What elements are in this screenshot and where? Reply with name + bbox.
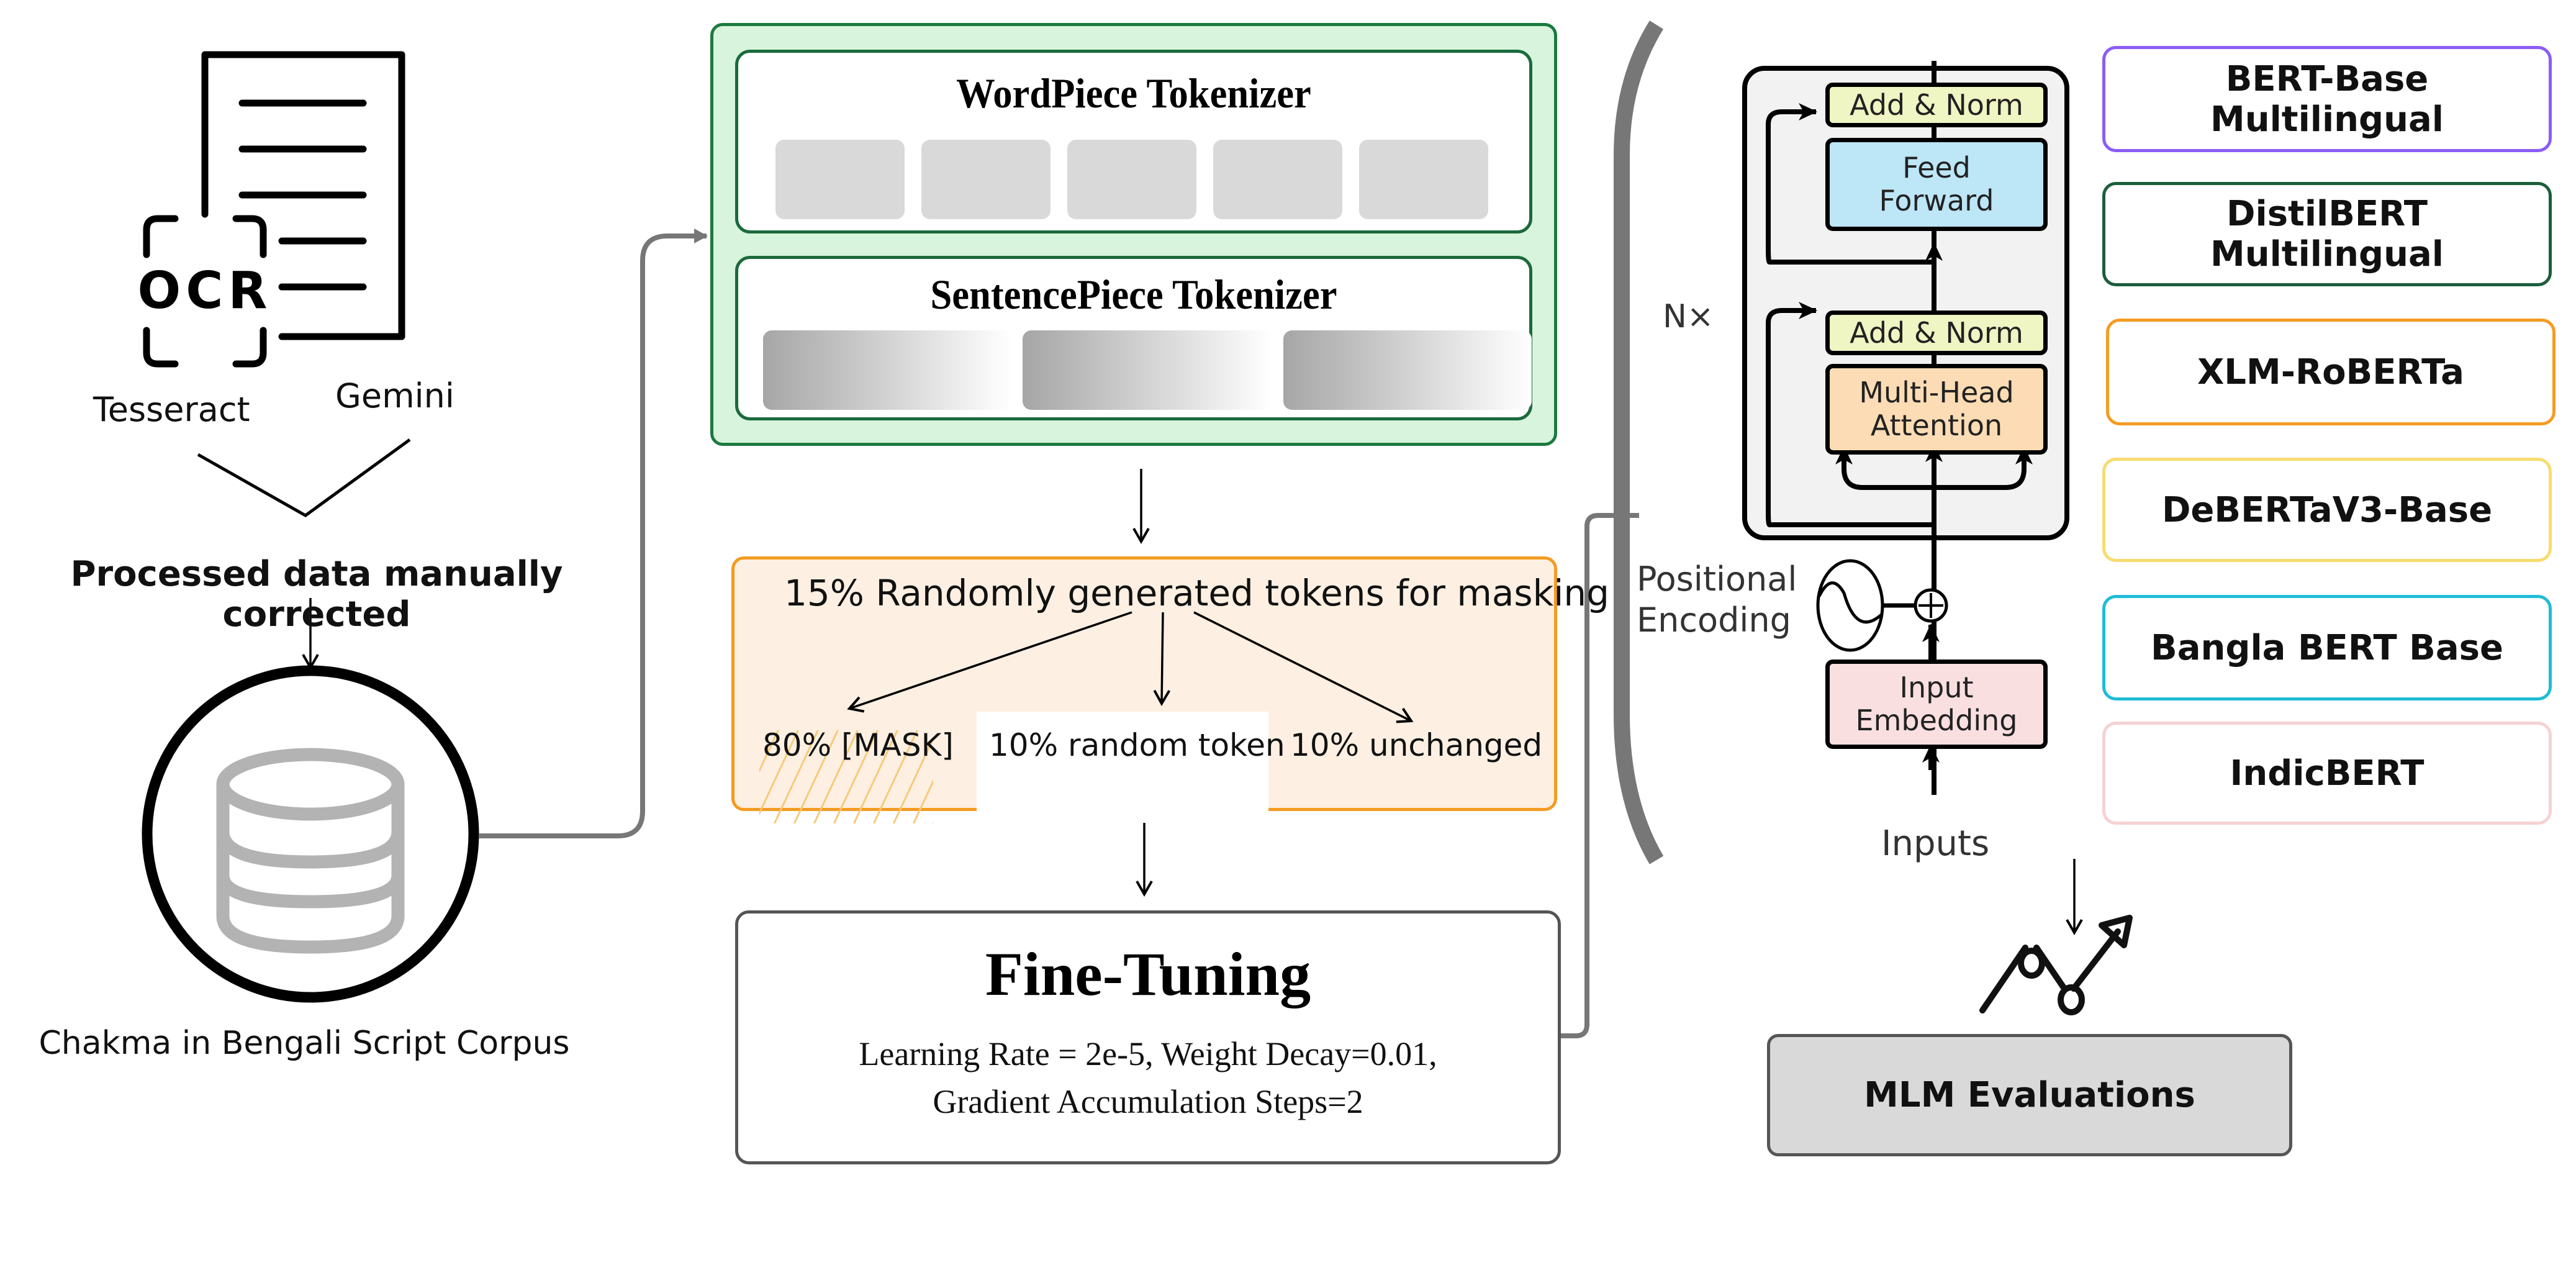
repeat-label: N×	[1663, 298, 1714, 335]
sentencepiece-token-chip	[1023, 330, 1271, 410]
add-norm-bottom: Add & Norm	[1825, 311, 2048, 355]
sentencepiece-title: SentencePiece Tokenizer	[930, 271, 1337, 318]
fine-tuning-params-line1: Learning Rate = 2e-5, Weight Decay=0.01,	[859, 1035, 1437, 1072]
engine-label-tesseract: Tesseract	[93, 390, 250, 429]
wordpiece-token-chip	[1359, 140, 1488, 219]
inputs-label: Inputs	[1881, 823, 1990, 864]
fine-tuning-box: Fine-Tuning Learning Rate = 2e-5, Weight…	[735, 910, 1561, 1164]
mask-hatch-pattern	[759, 730, 933, 823]
positional-encoding-wires	[1816, 559, 1948, 770]
merge-lines	[197, 438, 411, 517]
mask-option-random: 10% random token	[989, 727, 1285, 763]
sentencepiece-tokenizer-box: SentencePiece Tokenizer	[735, 256, 1532, 420]
wordpiece-token-chip	[1213, 140, 1342, 219]
random-token-highlight	[977, 712, 1268, 817]
model-card: DistilBERT Multilingual	[2102, 182, 2552, 286]
positional-encoding-label: Positional Encoding	[1637, 560, 1797, 640]
engine-label-gemini: Gemini	[335, 376, 454, 415]
trend-chart-icon	[1979, 915, 2133, 1015]
model-card: BERT-Base Multilingual	[2102, 46, 2552, 152]
add-norm-top: Add & Norm	[1825, 83, 2048, 127]
model-card: IndicBERT	[2102, 722, 2552, 825]
connector-finetuning-to-transformer	[1561, 513, 1639, 1038]
fine-tuning-title: Fine-Tuning	[985, 940, 1311, 1009]
masking-title: 15% Randomly generated tokens for maskin…	[784, 572, 1609, 614]
wordpiece-token-chip	[775, 140, 905, 219]
sine-wave-icon	[1816, 559, 1884, 652]
wordpiece-title: WordPiece Tokenizer	[956, 70, 1311, 117]
wordpiece-tokenizer-box: WordPiece Tokenizer	[735, 50, 1532, 233]
fine-tuning-params-line2: Gradient Accumulation Steps=2	[933, 1083, 1363, 1120]
model-card: DeBERTaV3-Base	[2102, 458, 2552, 562]
masking-split-arrows	[847, 611, 1414, 723]
database-icon	[216, 748, 405, 954]
ocr-document-icon	[143, 51, 405, 368]
mask-option-mask: 80% [MASK]	[762, 727, 954, 763]
model-card: Bangla BERT Base	[2102, 595, 2552, 700]
multi-head-attention-block: Multi-Head Attention	[1825, 364, 2048, 455]
input-embedding-block: Input Embedding	[1825, 660, 2048, 749]
wordpiece-token-chip	[1067, 140, 1196, 219]
mask-option-unchanged: 10% unchanged	[1290, 727, 1543, 763]
model-card: XLM-RoBERTa	[2106, 319, 2556, 425]
sentencepiece-token-chip	[1283, 330, 1532, 410]
corpus-label: Chakma in Bengali Script Corpus	[38, 1025, 570, 1062]
wordpiece-token-chip	[921, 140, 1051, 219]
feed-forward-block: Feed Forward	[1825, 138, 2048, 231]
mlm-evaluations-box: MLM Evaluations	[1767, 1034, 2292, 1156]
ocr-text: OCR	[137, 261, 272, 320]
connector-corpus-to-tokenizers	[479, 229, 708, 838]
transformer-bracket	[1614, 20, 1664, 864]
sentencepiece-token-chip	[763, 330, 1011, 410]
processed-data-label: Processed data manually corrected	[70, 554, 563, 635]
masking-box: 15% Randomly generated tokens for maskin…	[731, 556, 1609, 823]
